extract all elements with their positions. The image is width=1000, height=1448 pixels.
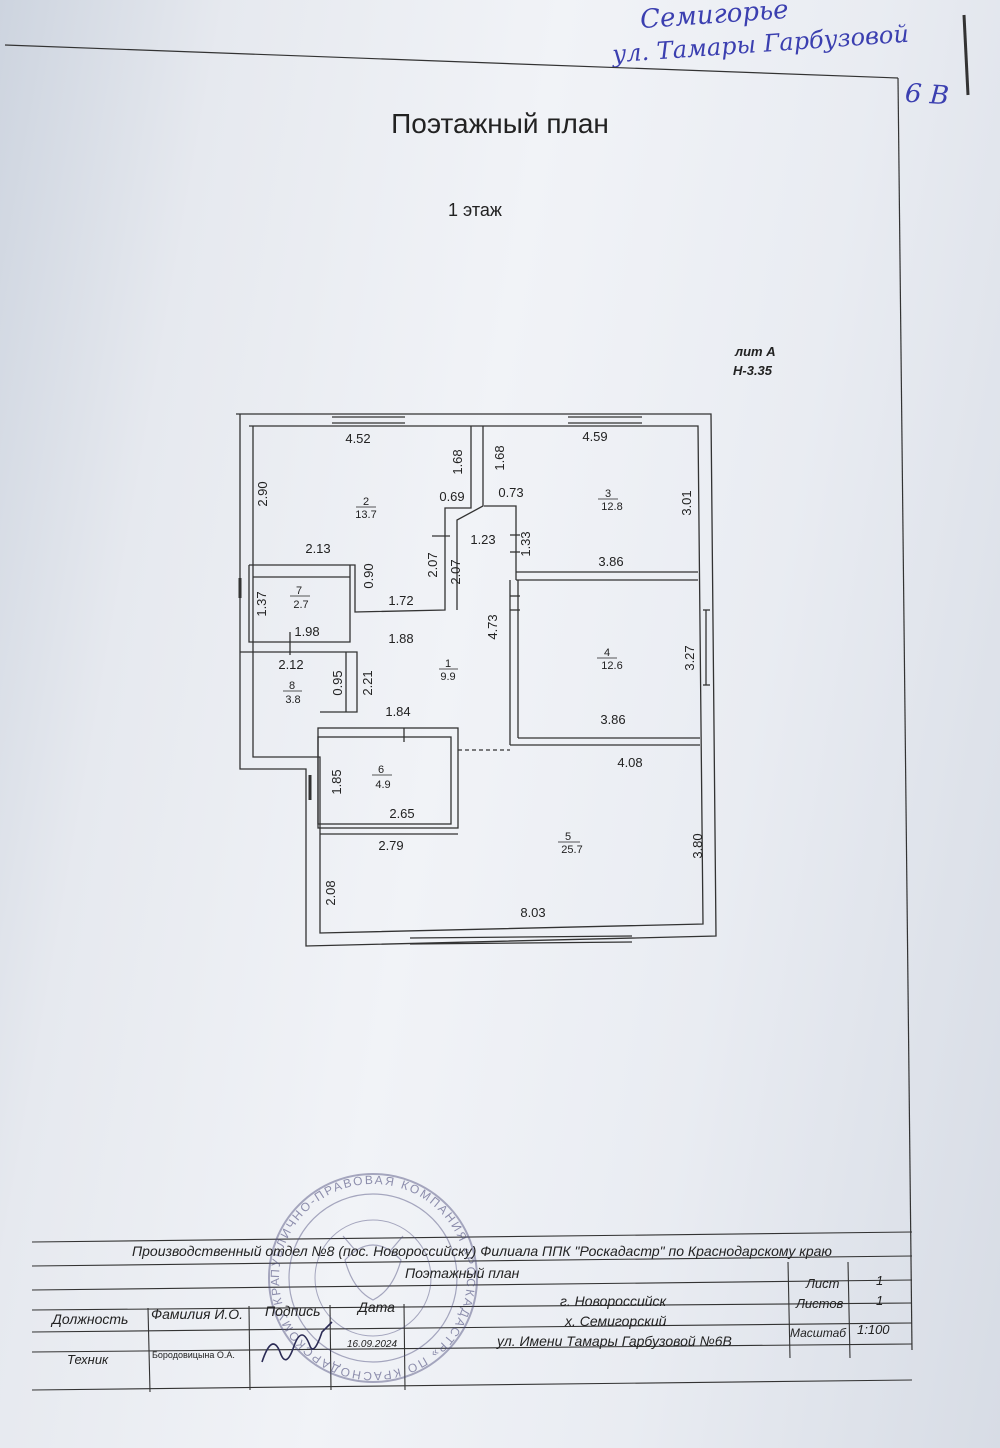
address-street: ул. Имени Тамары Гарбузовой №6В bbox=[497, 1333, 732, 1349]
column-name: Фамилия И.О. bbox=[151, 1306, 244, 1322]
dimension-label: 2.79 bbox=[378, 838, 403, 853]
room-number: 1 bbox=[445, 658, 451, 670]
dimension-label: 2.08 bbox=[323, 880, 338, 905]
dimension-label: 3.01 bbox=[679, 490, 694, 515]
dimension-label: 0.90 bbox=[361, 563, 376, 588]
room-area: 12.8 bbox=[601, 501, 622, 513]
room-number: 8 bbox=[289, 680, 295, 692]
document-name: Поэтажный план bbox=[405, 1265, 520, 1281]
sheets-value: 1 bbox=[876, 1293, 884, 1308]
dimension-label: 1.88 bbox=[388, 631, 413, 646]
sheet-value: 1 bbox=[876, 1273, 884, 1288]
organization-name: Производственный отдел №8 (пос. Новоросс… bbox=[132, 1243, 832, 1259]
height-label: Н-3.35 bbox=[733, 363, 773, 378]
room-number: 6 bbox=[378, 764, 384, 776]
dimension-label: 1.68 bbox=[450, 449, 465, 474]
sign-date: 16.09.2024 bbox=[347, 1339, 398, 1350]
interior-walls bbox=[238, 426, 700, 835]
room-number: 4 bbox=[604, 647, 610, 659]
room-area: 9.9 bbox=[440, 671, 455, 683]
column-position: Должность bbox=[52, 1311, 129, 1327]
dimension-label: 2.65 bbox=[389, 806, 414, 821]
dimension-label: 2.13 bbox=[305, 541, 330, 556]
title-block-grid bbox=[31, 1231, 913, 1393]
scale-value: 1:100 bbox=[857, 1322, 890, 1337]
dimension-label: 1.33 bbox=[518, 531, 533, 556]
room-number: 3 bbox=[605, 488, 611, 500]
plan-title: Поэтажный план bbox=[391, 108, 609, 139]
dimension-label: 0.95 bbox=[330, 670, 345, 695]
room-area: 13.7 bbox=[355, 509, 376, 521]
room-area: 25.7 bbox=[561, 844, 582, 856]
room-area: 3.8 bbox=[285, 694, 300, 706]
official-stamp bbox=[268, 1173, 478, 1383]
dimension-label: 1.37 bbox=[254, 591, 269, 616]
stamp-ring-text: ПУБЛИЧНО-ПРАВОВАЯ КОМПАНИЯ «РОСКАДАСТР» … bbox=[0, 0, 476, 1383]
room-number: 5 bbox=[565, 831, 571, 843]
sheet-label: Лист bbox=[806, 1276, 840, 1291]
dimension-label: 3.86 bbox=[598, 554, 623, 569]
staff-position: Техник bbox=[67, 1352, 109, 1367]
room-number: 7 bbox=[296, 585, 302, 597]
dimension-label: 2.07 bbox=[448, 559, 463, 584]
staff-name: Бородовицына О.А. bbox=[152, 1350, 235, 1360]
column-date: Дата bbox=[358, 1299, 395, 1315]
room-area: 4.9 bbox=[375, 779, 390, 791]
address-city: г. Новороссийск bbox=[560, 1293, 667, 1309]
dimension-label: 2.90 bbox=[255, 481, 270, 506]
dimension-label: 1.84 bbox=[385, 704, 410, 719]
dimension-label: 8.03 bbox=[520, 905, 545, 920]
dimension-label: 3.86 bbox=[600, 712, 625, 727]
dimension-label: 1.98 bbox=[294, 624, 319, 639]
svg-text:ПУБЛИЧНО-ПРАВОВАЯ КОМПАНИЯ «РО: ПУБЛИЧНО-ПРАВОВАЯ КОМПАНИЯ «РОСКАДАСТР» … bbox=[0, 0, 478, 1383]
outer-walls bbox=[236, 413, 717, 947]
room-area: 12.6 bbox=[601, 660, 622, 672]
signature bbox=[261, 1321, 333, 1363]
column-signature: Подпись bbox=[265, 1303, 321, 1319]
floor-label: 1 этаж bbox=[448, 200, 502, 220]
dimension-label: 1.23 bbox=[470, 532, 495, 547]
dimension-label: 3.27 bbox=[682, 645, 697, 670]
dimension-label: 3.80 bbox=[690, 833, 705, 858]
dimension-label: 1.68 bbox=[492, 445, 507, 470]
lit-label: лит А bbox=[735, 344, 776, 359]
dimension-label: 1.72 bbox=[388, 593, 413, 608]
dimension-label: 2.21 bbox=[360, 670, 375, 695]
dimension-label: 2.12 bbox=[278, 657, 303, 672]
dimension-label: 1.85 bbox=[329, 769, 344, 794]
dimension-label: 4.59 bbox=[582, 429, 607, 444]
sheets-label: Листов bbox=[796, 1296, 844, 1311]
room-area: 2.7 bbox=[293, 599, 308, 611]
dimension-label: 4.52 bbox=[345, 431, 370, 446]
dimension-label: 0.69 bbox=[439, 489, 464, 504]
page-frame bbox=[4, 14, 970, 1351]
dimension-label: 4.73 bbox=[485, 614, 500, 639]
dimension-label: 2.07 bbox=[425, 552, 440, 577]
dimension-label: 4.08 bbox=[617, 755, 642, 770]
room-number: 2 bbox=[363, 496, 369, 508]
dimension-label: 0.73 bbox=[498, 485, 523, 500]
address-settlement: х. Семигорский bbox=[565, 1313, 667, 1329]
scale-label: Масштаб bbox=[790, 1326, 847, 1340]
